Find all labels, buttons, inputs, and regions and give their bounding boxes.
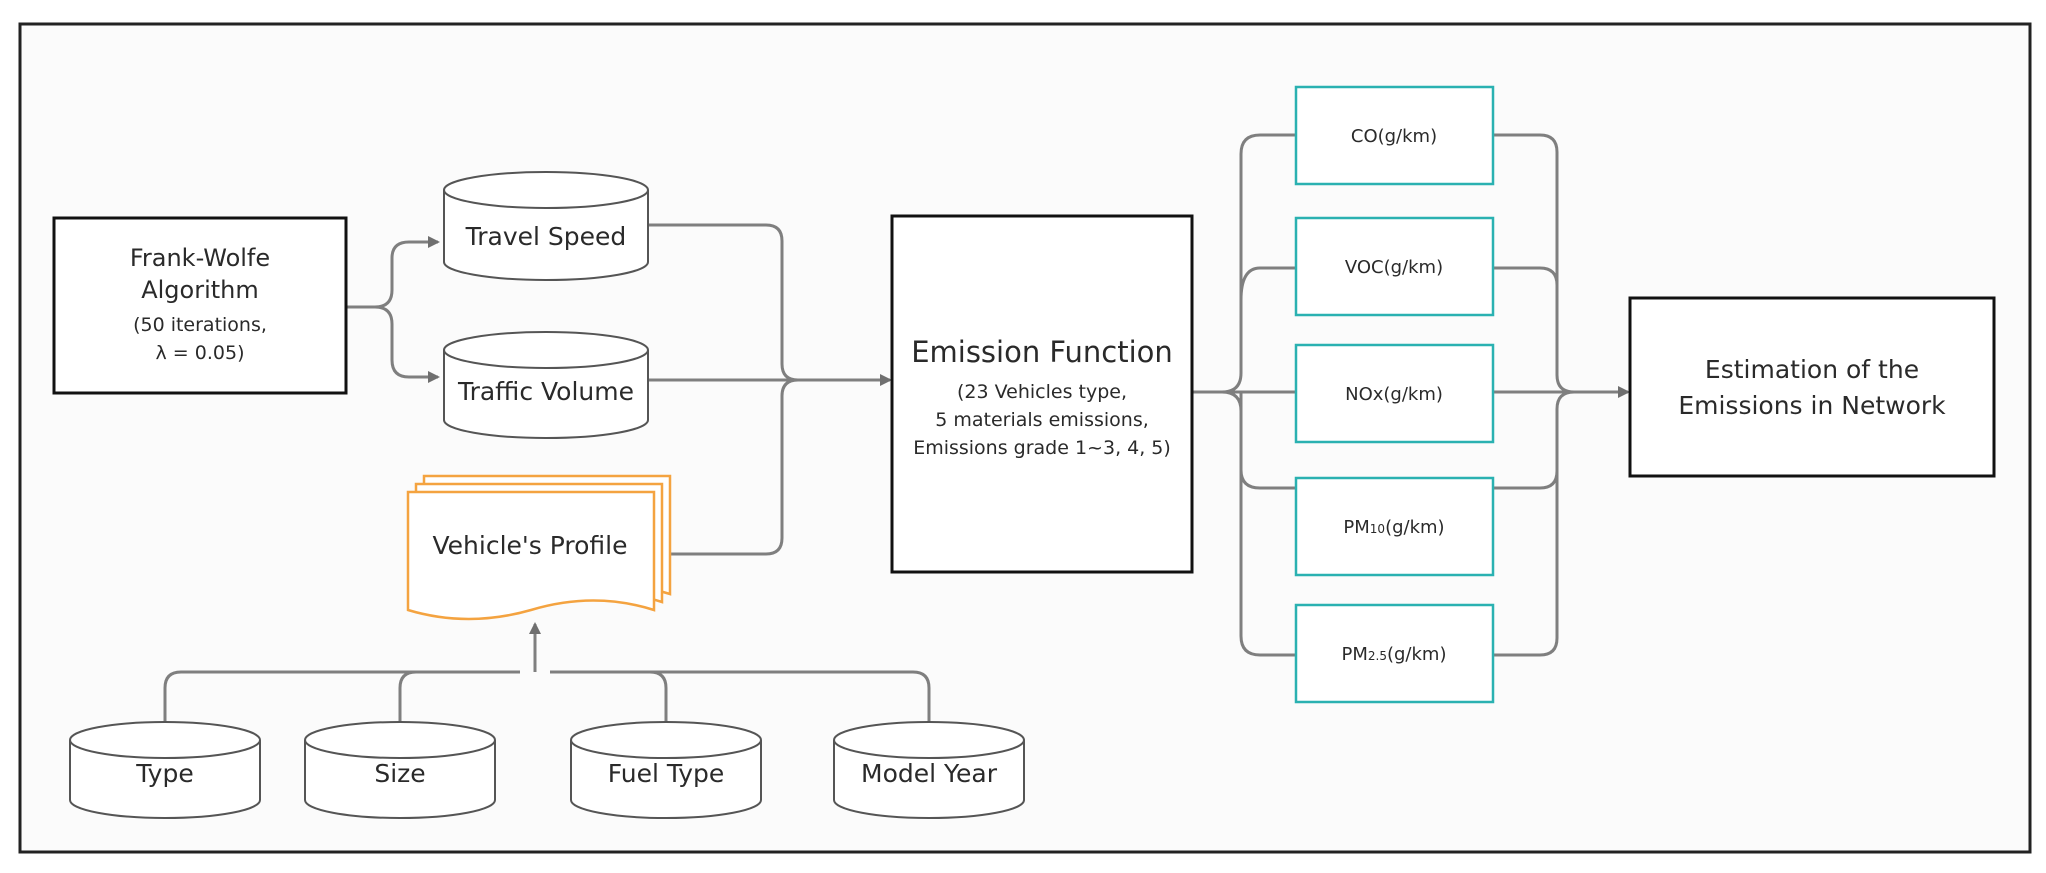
traffic-volume-label: Traffic Volume <box>457 377 634 406</box>
pm25-suffix: (g/km) <box>1387 644 1447 665</box>
connector-type-to-profile <box>163 670 520 722</box>
emission-function-detail-line1: (23 Vehicles type, <box>957 381 1127 403</box>
travel-speed-label: Travel Speed <box>465 222 627 251</box>
emission-function-title: Emission Function <box>911 335 1173 369</box>
pm10-label: PM10(g/km) <box>1343 517 1444 538</box>
estimation-line1: Estimation of the <box>1705 355 1919 384</box>
pm10-prefix: PM <box>1343 517 1369 538</box>
co-label: CO(g/km) <box>1351 126 1437 147</box>
connector-size-to-profile <box>398 670 417 722</box>
connector-profile-to-emission <box>670 378 799 556</box>
traffic-volume-node: Traffic Volume <box>443 331 649 439</box>
emission-function-detail-line2: 5 materials emissions, <box>935 409 1149 431</box>
frank-wolfe-detail-line2: λ = 0.05) <box>156 342 245 364</box>
pm10-subscript: 10 <box>1370 522 1385 536</box>
model-year-label: Model Year <box>861 759 998 788</box>
size-label: Size <box>374 759 425 788</box>
emission-function-detail-line3: Emissions grade 1~3, 4, 5) <box>913 437 1171 459</box>
pm25-label: PM2.5(g/km) <box>1342 644 1447 665</box>
connector-year-to-profile <box>550 670 931 722</box>
model-year-node: Model Year <box>833 721 1025 819</box>
pm25-node: PM2.5(g/km) <box>1294 603 1495 704</box>
pm10-suffix: (g/km) <box>1385 517 1445 538</box>
vehicles-profile-node: Vehicle's Profile <box>406 474 672 621</box>
frank-wolfe-title-line2: Algorithm <box>141 276 259 304</box>
connector-speed-to-emission <box>648 223 799 382</box>
pm25-subscript: 2.5 <box>1368 649 1387 663</box>
connector-voc-to-estimation <box>1493 266 1559 286</box>
fuel-type-node: Fuel Type <box>570 721 762 819</box>
connector-fw-to-speed <box>346 236 440 309</box>
connectors <box>163 133 1630 722</box>
voc-label: VOC(g/km) <box>1345 257 1443 278</box>
frank-wolfe-detail-line1: (50 iterations, <box>133 314 267 336</box>
connector-emission-to-pm25 <box>1221 390 1296 657</box>
estimation-line2: Emissions in Network <box>1678 391 1946 420</box>
frank-wolfe-node: Frank-Wolfe Algorithm (50 iterations, λ … <box>52 216 348 395</box>
travel-speed-node: Travel Speed <box>443 171 649 281</box>
emission-function-node: Emission Function (23 Vehicles type, 5 m… <box>890 214 1194 574</box>
pm10-node: PM10(g/km) <box>1294 476 1495 577</box>
type-label: Type <box>135 759 193 788</box>
fuel-type-label: Fuel Type <box>608 759 725 788</box>
pm25-prefix: PM <box>1342 644 1368 665</box>
nox-node: NOx(g/km) <box>1294 343 1495 444</box>
connector-emission-to-voc <box>1239 266 1296 301</box>
connector-co-to-estimation <box>1493 133 1575 394</box>
connector-fw-to-volume <box>346 305 440 383</box>
voc-node: VOC(g/km) <box>1294 216 1495 317</box>
vehicles-profile-label: Vehicle's Profile <box>433 531 628 560</box>
connector-pm25-to-estimation <box>1493 390 1575 657</box>
frank-wolfe-title-line1: Frank-Wolfe <box>130 244 270 272</box>
size-node: Size <box>304 721 496 819</box>
estimation-node: Estimation of the Emissions in Network <box>1628 296 1996 478</box>
co-node: CO(g/km) <box>1294 85 1495 186</box>
nox-label: NOx(g/km) <box>1345 384 1443 405</box>
type-node: Type <box>69 721 261 819</box>
